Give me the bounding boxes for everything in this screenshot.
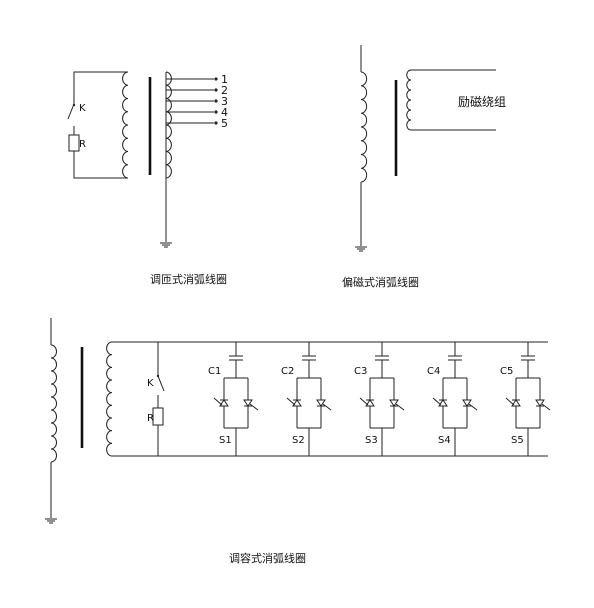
cap-switch-pivot bbox=[156, 374, 160, 378]
cap-main-coil bbox=[50, 344, 58, 463]
cap-ground-symbol bbox=[45, 518, 57, 524]
tap-number-1: 1 bbox=[221, 73, 228, 86]
switch-label: S3 bbox=[365, 435, 378, 446]
cap-switch-label: K bbox=[147, 378, 154, 389]
capacitor-label: C4 bbox=[427, 366, 440, 377]
tap-lead-3: 3 bbox=[166, 95, 228, 108]
thyristor-pair bbox=[505, 397, 551, 411]
capacitor-label: C1 bbox=[208, 366, 221, 377]
bias-magnetic-coil-diagram: 励磁绕组 偏磁式消弧线圈 bbox=[342, 45, 506, 289]
tap-primary-coil bbox=[122, 71, 129, 179]
bias-excitation-leads bbox=[411, 69, 496, 131]
tap-lead-2: 2 bbox=[166, 84, 228, 97]
thyristor-pair bbox=[359, 397, 405, 411]
cap-secondary-coil bbox=[106, 341, 113, 457]
cap-secondary-winding bbox=[106, 341, 113, 457]
tap-number-5: 5 bbox=[221, 117, 228, 130]
tap-lead-1: 1 bbox=[166, 73, 228, 86]
bias-excitation-winding bbox=[406, 69, 412, 131]
bias-main-winding bbox=[360, 71, 368, 183]
cap-resistor-label: R bbox=[147, 413, 154, 424]
bias-caption: 偏磁式消弧线圈 bbox=[342, 275, 419, 289]
bias-ground-icon bbox=[355, 246, 367, 252]
switch-label: S4 bbox=[438, 435, 451, 446]
tap-secondary-winding bbox=[165, 71, 172, 179]
switch-label: S5 bbox=[511, 435, 524, 446]
tap-ground-icon bbox=[160, 242, 172, 248]
excitation-winding-label: 励磁绕组 bbox=[458, 94, 506, 109]
cap-branch-resistor-r bbox=[152, 407, 164, 426]
tap-switch-k bbox=[67, 103, 75, 120]
capacitor-label: C5 bbox=[500, 366, 513, 377]
tap-ground-symbol bbox=[160, 242, 172, 248]
bias-main-coil bbox=[360, 71, 368, 183]
tap-secondary-coil bbox=[165, 71, 172, 179]
tap-resistor-label: R bbox=[79, 139, 86, 150]
tap-switch-pivot bbox=[72, 103, 76, 107]
tap-switch-label: K bbox=[79, 103, 86, 114]
tap-number-4: 4 bbox=[221, 106, 228, 119]
cap-main-winding bbox=[50, 344, 58, 463]
cap-ground-icon bbox=[45, 518, 57, 524]
capacitor-label: C2 bbox=[281, 366, 294, 377]
cap-branch-switch-k bbox=[157, 375, 165, 392]
switch-label: S2 bbox=[292, 435, 305, 446]
thyristor-pair bbox=[286, 397, 332, 411]
bias-excitation-coil bbox=[406, 69, 412, 131]
tap-resistor-r bbox=[68, 134, 80, 152]
capacitor-label: C3 bbox=[354, 366, 367, 377]
thyristor-pair bbox=[213, 397, 259, 411]
tap-primary-loop-wire bbox=[73, 71, 128, 179]
switch-label: S1 bbox=[219, 435, 232, 446]
tap-primary-winding bbox=[122, 71, 129, 179]
cap-bus-wires bbox=[112, 341, 548, 457]
tap-lead-4: 4 bbox=[166, 106, 228, 119]
tap-number-2: 2 bbox=[221, 84, 228, 97]
bias-ground-symbol bbox=[355, 246, 367, 252]
thyristor-pair bbox=[432, 397, 478, 411]
cap-caption: 调容式消弧线圈 bbox=[229, 551, 306, 565]
tap-number-3: 3 bbox=[221, 95, 228, 108]
tap-lead-5: 5 bbox=[166, 117, 228, 130]
tap-caption: 调匝式消弧线圈 bbox=[150, 272, 227, 286]
